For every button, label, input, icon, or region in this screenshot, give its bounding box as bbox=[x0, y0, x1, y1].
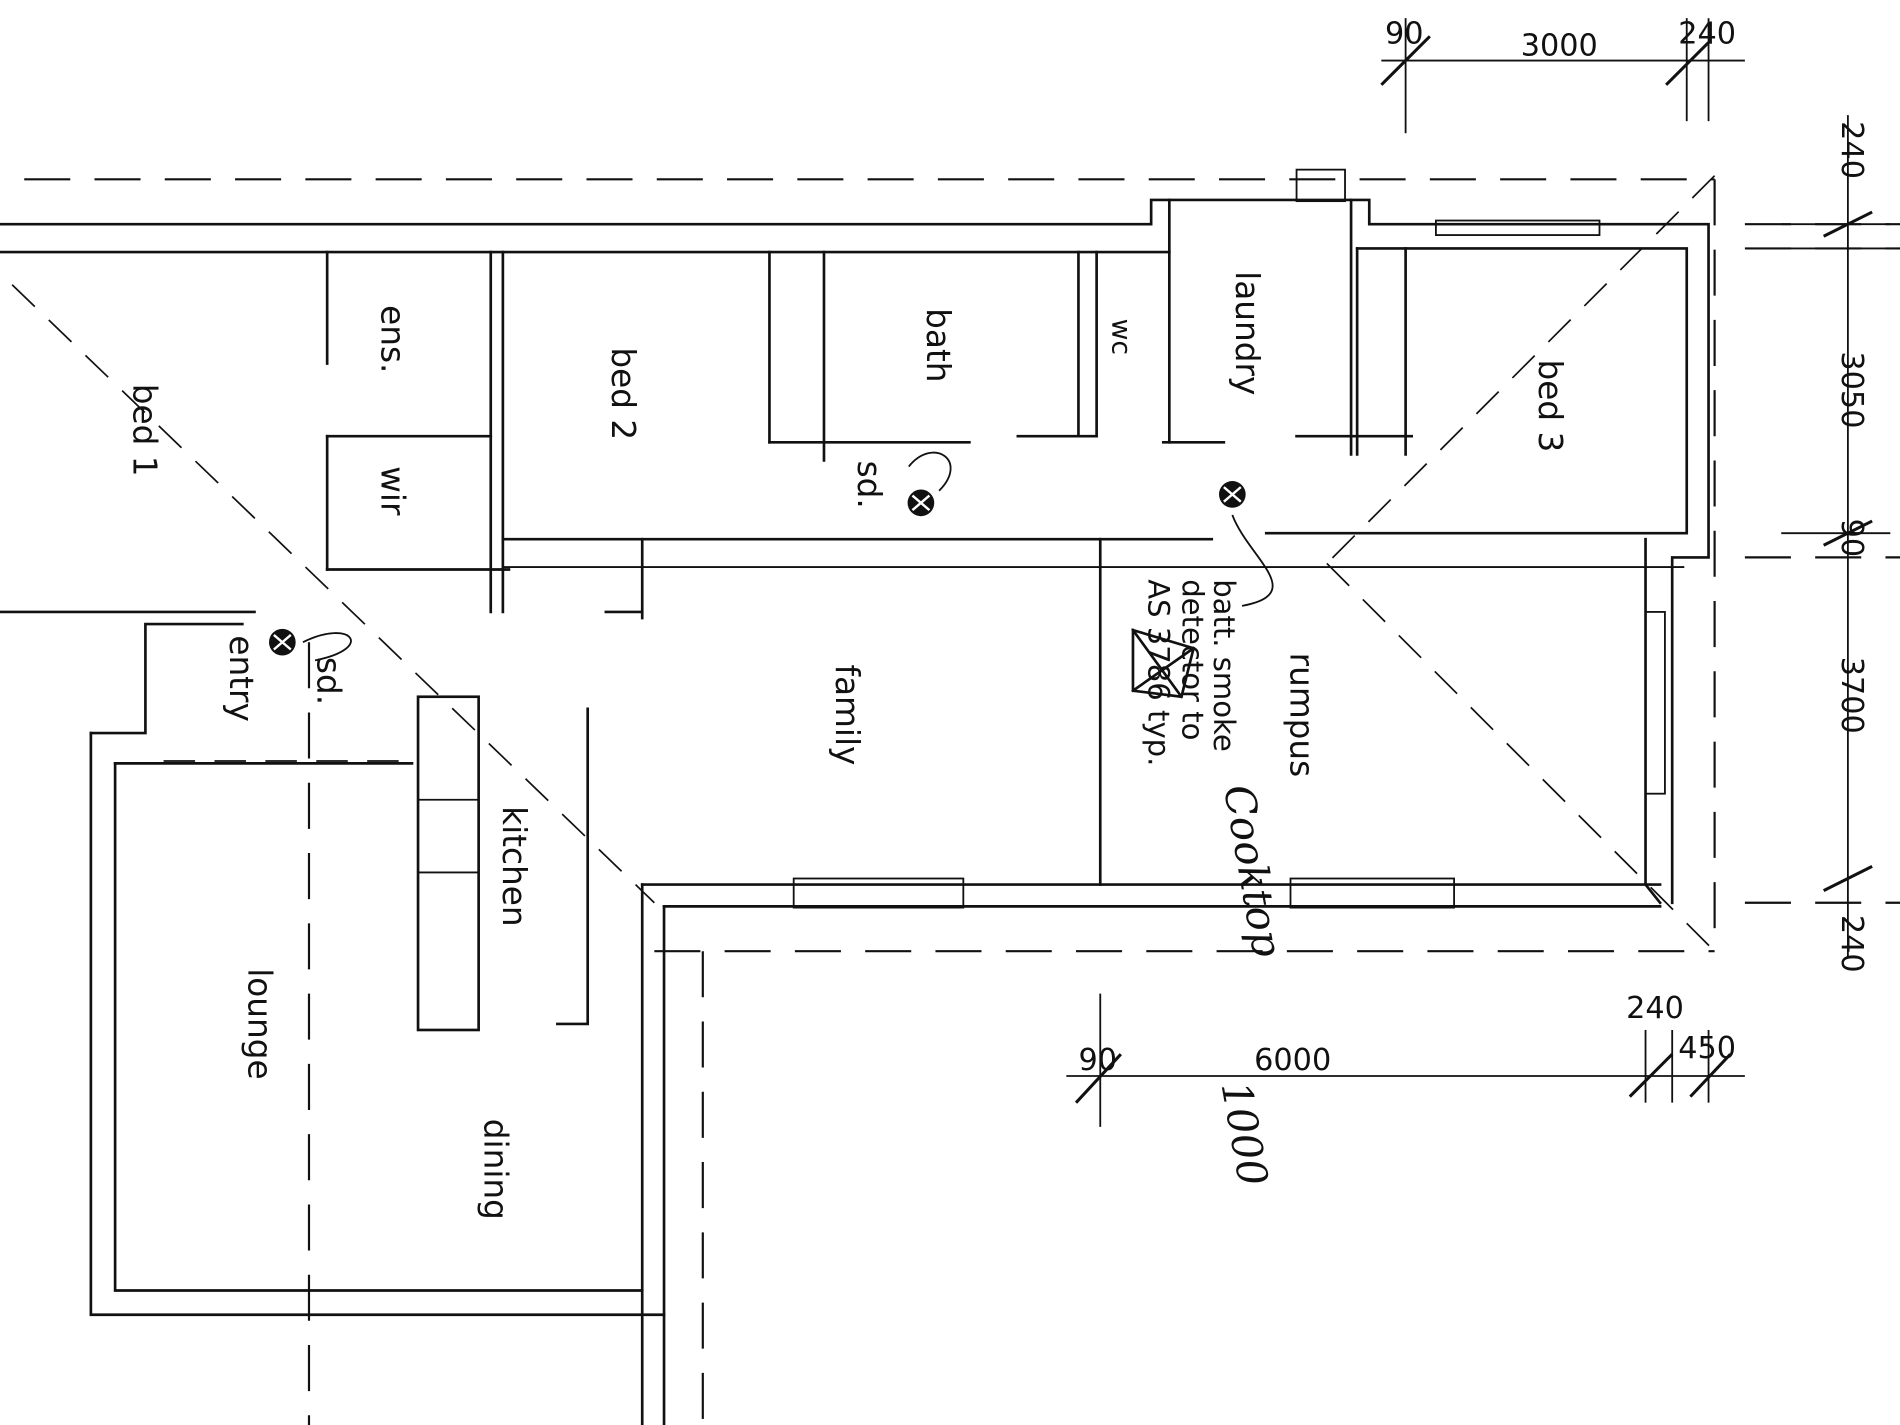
room-label-entry: entry bbox=[222, 635, 260, 721]
dim-right-240-bottom: 240 bbox=[1834, 915, 1869, 973]
room-label-wir: wir bbox=[374, 466, 412, 516]
dim-bottom-90: 90 bbox=[1078, 1043, 1117, 1078]
note-line-3: AS 3786 typ. bbox=[1142, 579, 1176, 766]
room-label-dining: dining bbox=[477, 1119, 515, 1220]
handwritten-cooktop: Cooktop bbox=[1214, 781, 1291, 960]
note-line-1: batt. smoke bbox=[1207, 579, 1241, 752]
room-label-bed1: bed 1 bbox=[125, 384, 163, 477]
dim-right-90: 90 bbox=[1834, 519, 1869, 558]
roof-outline-lines bbox=[11, 175, 1900, 1425]
dim-top-3000: 3000 bbox=[1521, 29, 1598, 64]
dimension-lines bbox=[1066, 18, 1891, 1127]
dim-bottom-240: 240 bbox=[1626, 991, 1684, 1026]
struck-out-text-mark bbox=[1131, 628, 1196, 699]
room-label-wc: wc bbox=[1105, 319, 1136, 355]
sd-label-entry: sd. bbox=[309, 657, 347, 705]
dim-top-240: 240 bbox=[1678, 17, 1736, 52]
note-line-2: detector to bbox=[1176, 579, 1210, 740]
dim-right-3700: 3700 bbox=[1834, 657, 1869, 734]
room-label-bath: bath bbox=[919, 308, 957, 382]
smoke-detector-icon bbox=[907, 451, 952, 517]
room-label-lounge: lounge bbox=[240, 968, 278, 1079]
dim-right-240-top: 240 bbox=[1834, 121, 1869, 179]
smoke-detector-icon bbox=[269, 628, 352, 662]
dim-bottom-450: 450 bbox=[1678, 1031, 1736, 1066]
room-label-family: family bbox=[828, 664, 866, 765]
sd-label-bath: sd. bbox=[850, 461, 888, 509]
room-label-rumpus: rumpus bbox=[1282, 653, 1320, 778]
windows bbox=[792, 168, 1666, 909]
room-label-bed2: bed 2 bbox=[604, 347, 642, 440]
room-label-kitchen: kitchen bbox=[495, 806, 533, 926]
handwritten-1000: 1000 bbox=[1212, 1078, 1277, 1190]
dim-top-90: 90 bbox=[1385, 17, 1424, 52]
smoke-detector-icon bbox=[1219, 481, 1274, 607]
dim-bottom-6000: 6000 bbox=[1254, 1043, 1331, 1078]
room-label-laundry: laundry bbox=[1228, 271, 1266, 395]
dim-right-3050: 3050 bbox=[1834, 351, 1869, 428]
room-label-bed3: bed 3 bbox=[1531, 360, 1569, 453]
room-label-ens: ens. bbox=[374, 305, 412, 373]
walls bbox=[0, 198, 1710, 1425]
